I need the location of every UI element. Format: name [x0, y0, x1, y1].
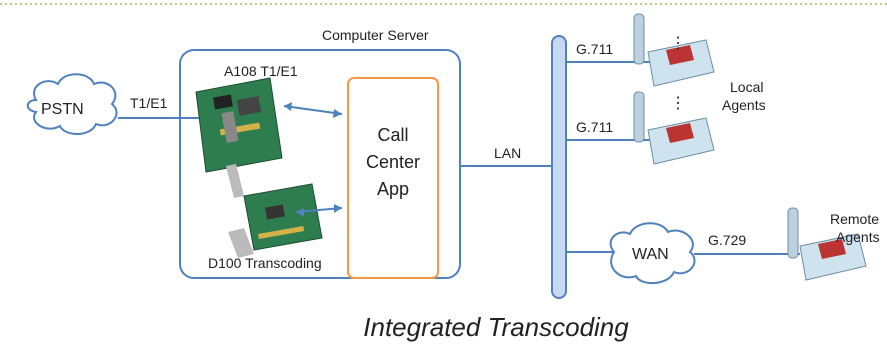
call-center-app-box [347, 77, 439, 279]
wan-label: WAN [632, 246, 669, 263]
diagram-caption: Integrated Transcoding [363, 312, 629, 342]
remote-phone-icon [787, 207, 867, 281]
a108-app-arrow [283, 102, 343, 118]
g711-top-label: G.711 [576, 41, 613, 57]
d100-app-arrow [295, 204, 343, 217]
remote-agents-line2: Agents [836, 229, 880, 245]
app-label-line2: Center [366, 152, 420, 172]
server-box [179, 49, 461, 279]
local-agents-line1: Local [730, 79, 763, 95]
local-phone-1-icon [633, 13, 715, 87]
g711-mid-label: G.711 [576, 119, 613, 135]
lan-bar [551, 35, 567, 299]
d100-label: D100 Transcoding [208, 255, 322, 271]
a108-card-image [195, 77, 283, 198]
server-label: Computer Server [322, 27, 429, 43]
local-phone-2-icon [633, 91, 715, 165]
a108-label: A108 T1/E1 [224, 63, 298, 79]
pstn-cloud [26, 73, 118, 135]
lan-label: LAN [494, 145, 521, 161]
app-label-line3: App [377, 179, 409, 199]
app-label-line1: Call [377, 125, 408, 145]
remote-agents-line1: Remote [830, 211, 879, 227]
dots-label-2: ⋮ [670, 95, 686, 112]
dots-label: ⋮ [670, 35, 686, 52]
local-agents-line2: Agents [722, 97, 766, 113]
wan-cloud [609, 222, 696, 284]
t1e1-label: T1/E1 [130, 95, 168, 111]
pstn-label: PSTN [41, 101, 84, 118]
d100-card-image [228, 183, 323, 258]
g729-label: G.729 [708, 232, 746, 248]
